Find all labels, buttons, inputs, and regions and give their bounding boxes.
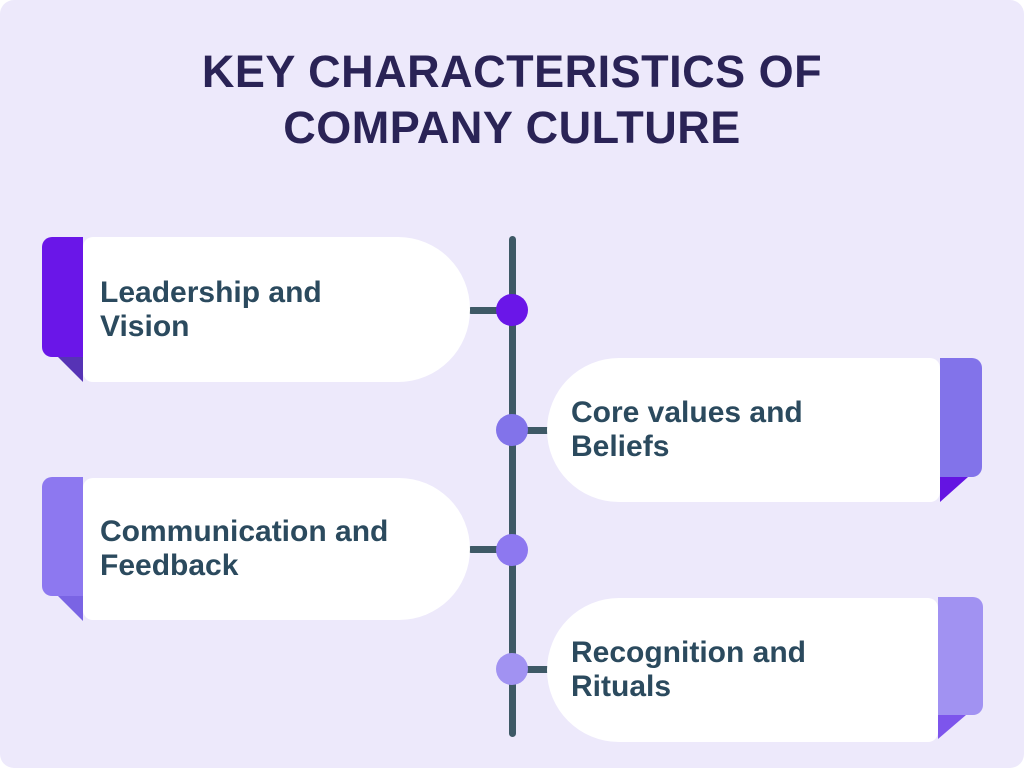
ribbon-fold-4 [938, 715, 966, 739]
item-label: Recognition and Rituals [571, 636, 806, 703]
connector-line-3 [468, 546, 512, 553]
timeline-node-dot-1 [496, 294, 528, 326]
page-title-line2: COMPANY CULTURE [283, 102, 741, 153]
ribbon-fold-3 [58, 596, 83, 621]
item-label: Core values and Beliefs [571, 396, 803, 463]
connector-line-2 [512, 427, 552, 434]
bookmark-ribbon-4 [938, 597, 983, 715]
item-card-leadership: Leadership and Vision [83, 237, 470, 382]
connector-line-1 [468, 307, 512, 314]
item-card-communication: Communication and Feedback [83, 478, 470, 620]
timeline-node-dot-4 [496, 653, 528, 685]
item-label: Leadership and Vision [100, 275, 322, 343]
bookmark-ribbon-2 [940, 358, 982, 477]
timeline-node-dot-3 [496, 534, 528, 566]
page-title-line1: KEY CHARACTERISTICS OF [201, 46, 823, 97]
bookmark-ribbon-1 [42, 237, 83, 357]
timeline-node-dot-2 [496, 414, 528, 446]
bookmark-ribbon-3 [42, 477, 83, 596]
item-label: Communication and Feedback [100, 515, 389, 582]
item-card-core-values: Core values and Beliefs [547, 358, 940, 502]
ribbon-fold-2 [940, 477, 968, 502]
timeline-line [509, 236, 516, 737]
page-title: KEY CHARACTERISTICS OF COMPANY CULTURE [0, 44, 1024, 156]
connector-line-4 [512, 666, 552, 673]
ribbon-fold-1 [58, 357, 83, 382]
item-card-recognition: Recognition and Rituals [547, 598, 938, 742]
